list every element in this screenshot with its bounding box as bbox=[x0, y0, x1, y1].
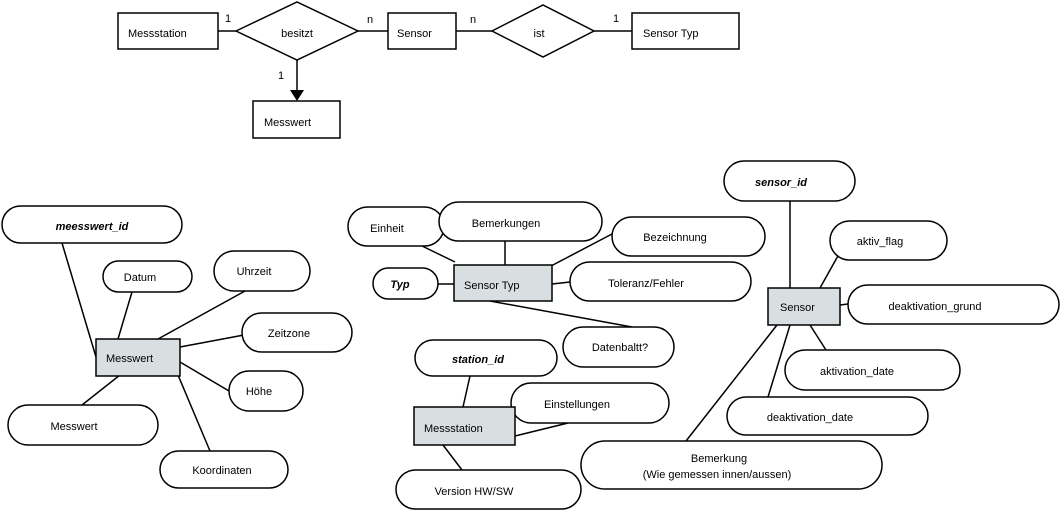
attribute-deaktivation-grund-label: deaktivation_grund bbox=[889, 301, 982, 313]
attribute-sensor-id-label: sensor_id bbox=[755, 177, 807, 189]
edge bbox=[489, 300, 633, 328]
attribute-bemerkungen bbox=[438, 201, 603, 242]
attribute-hoehe-label: Höhe bbox=[246, 386, 272, 398]
attribute-datum-label: Datum bbox=[124, 272, 156, 284]
messstation-attribute-group: station_id Einstellungen Version HW/SW M… bbox=[395, 339, 670, 510]
attribute-toleranz bbox=[569, 261, 752, 302]
attribute-datenblatt-label: Datenbaltt? bbox=[592, 342, 648, 354]
attribute-meesswert-id bbox=[1, 205, 183, 244]
attribute-bezeichnung-label: Bezeichnung bbox=[643, 232, 707, 244]
relationship-besitzt-label: besitzt bbox=[281, 28, 313, 40]
attribute-zeitzone-label: Zeitzone bbox=[268, 328, 310, 340]
entity-sensor-label: Sensor bbox=[397, 28, 432, 40]
attribute-version-label: Version HW/SW bbox=[435, 486, 514, 498]
attribute-datenblatt bbox=[562, 326, 675, 368]
entity-sensor-detail-label: Sensor bbox=[780, 302, 815, 314]
edge bbox=[809, 324, 827, 351]
edge bbox=[442, 444, 463, 471]
entity-messwert bbox=[252, 100, 341, 139]
attribute-meesswert-id-label: meesswert_id bbox=[56, 221, 129, 233]
attribute-aktiv-flag bbox=[829, 220, 948, 261]
attribute-toleranz-label: Toleranz/Fehler bbox=[608, 278, 684, 290]
attribute-station-id bbox=[414, 339, 558, 377]
edge bbox=[61, 242, 97, 358]
entity-sensor-typ bbox=[631, 12, 740, 50]
entity-messstation bbox=[117, 12, 219, 50]
attribute-bemerkungen-label: Bemerkungen bbox=[472, 218, 541, 230]
entity-messwert-detail-label: Messwert bbox=[106, 353, 153, 365]
edge bbox=[81, 374, 121, 406]
arrow-head bbox=[290, 90, 304, 101]
sensortyp-attribute-group: Einheit Bemerkungen Bezeichnung Toleranz… bbox=[347, 201, 766, 368]
attribute-aktivation-date-label: aktivation_date bbox=[820, 366, 894, 378]
attribute-uhrzeit bbox=[213, 250, 311, 292]
entity-messstation-label: Messstation bbox=[128, 28, 187, 40]
edge bbox=[685, 324, 778, 442]
entity-messstation-detail bbox=[413, 406, 516, 446]
cardinality-label: 1 bbox=[278, 70, 284, 82]
attribute-datum bbox=[102, 260, 193, 293]
attribute-typ-label: Typ bbox=[390, 279, 409, 291]
edge bbox=[550, 233, 613, 267]
edge bbox=[177, 374, 211, 452]
edge bbox=[117, 291, 133, 340]
edge bbox=[819, 253, 840, 289]
attribute-bezeichnung bbox=[611, 216, 766, 257]
attribute-messwert bbox=[7, 404, 159, 446]
sensor-attribute-group: sensor_id aktiv_flag deaktivation_grund … bbox=[580, 160, 1060, 490]
attribute-hoehe bbox=[228, 370, 304, 412]
edge bbox=[839, 303, 849, 306]
attribute-koordinaten bbox=[159, 450, 289, 489]
edge bbox=[157, 290, 246, 340]
cardinality-label: 1 bbox=[225, 13, 231, 25]
attribute-zeitzone bbox=[241, 312, 353, 353]
edge bbox=[551, 281, 571, 285]
relationship-ist-label: ist bbox=[534, 28, 545, 40]
attribute-aktivation-date bbox=[784, 349, 961, 391]
cardinality-label: n bbox=[470, 14, 476, 26]
entity-sensor bbox=[387, 12, 457, 50]
attribute-einstellungen bbox=[510, 382, 670, 424]
entity-messwert-label: Messwert bbox=[264, 117, 311, 129]
messwert-attribute-group: meesswert_id Datum Uhrzeit Zeitzone Höhe… bbox=[1, 205, 353, 489]
attribute-einheit-label: Einheit bbox=[370, 223, 404, 235]
attribute-uhrzeit-label: Uhrzeit bbox=[237, 266, 272, 278]
entity-sensor-typ-detail-label: Sensor Typ bbox=[464, 280, 519, 292]
attribute-bemerkung bbox=[580, 440, 883, 490]
attribute-sensor-id bbox=[723, 160, 856, 202]
attribute-deaktivation-date bbox=[726, 396, 929, 436]
attribute-deaktivation-date-label: deaktivation_date bbox=[767, 412, 853, 424]
relationship-besitzt bbox=[234, 1, 360, 61]
cardinality-label: n bbox=[367, 14, 373, 26]
attribute-einstellungen-label: Einstellungen bbox=[544, 399, 610, 411]
edge bbox=[462, 375, 471, 408]
entity-sensor-typ-label: Sensor Typ bbox=[643, 28, 698, 40]
entity-messwert-detail bbox=[95, 338, 181, 377]
edge bbox=[514, 422, 569, 437]
attribute-koordinaten-label: Koordinaten bbox=[192, 465, 251, 477]
attribute-bemerkung-note: (Wie gemessen innen/aussen) bbox=[643, 469, 792, 481]
attribute-deaktivation-grund bbox=[847, 284, 1060, 325]
attribute-station-id-label: station_id bbox=[452, 354, 504, 366]
cardinality-label: 1 bbox=[613, 13, 619, 25]
attribute-typ bbox=[372, 267, 439, 300]
entity-sensor-typ-detail bbox=[453, 264, 553, 302]
edge bbox=[767, 324, 791, 398]
entity-messstation-detail-label: Messstation bbox=[424, 423, 483, 435]
attribute-aktiv-flag-label: aktiv_flag bbox=[857, 236, 903, 248]
edge bbox=[179, 334, 245, 348]
edge bbox=[419, 244, 456, 263]
relationship-ist bbox=[490, 4, 596, 58]
attribute-messwert-label: Messwert bbox=[50, 421, 97, 433]
attribute-version bbox=[395, 469, 582, 510]
edge bbox=[179, 361, 230, 392]
entity-sensor-detail bbox=[767, 287, 841, 326]
attribute-bemerkung-label: Bemerkung bbox=[691, 453, 747, 465]
